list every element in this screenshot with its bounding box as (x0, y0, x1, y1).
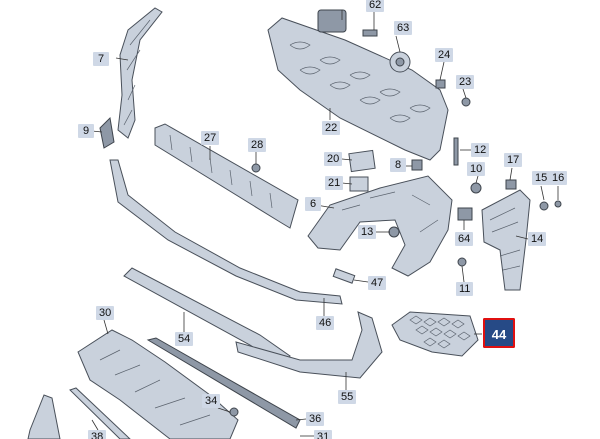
part-20-21-plates (348, 149, 423, 192)
part-6-bumper-cover (307, 175, 453, 277)
part-12-bolt (453, 137, 459, 166)
part-38-panel (27, 394, 61, 439)
part-47-strip (332, 268, 356, 284)
callout-17[interactable]: 17 (504, 153, 523, 167)
callout-22[interactable]: 22 (322, 121, 341, 135)
callout-21[interactable]: 21 (325, 176, 344, 190)
part-63-camera (389, 51, 411, 73)
callout-16[interactable]: 16 (549, 171, 568, 185)
callout-11[interactable]: 11 (456, 282, 474, 296)
part-14-bracket (481, 189, 531, 291)
callout-14[interactable]: 14 (528, 232, 547, 246)
small-fasteners-right (388, 179, 562, 267)
callout-64[interactable]: 64 (455, 232, 474, 246)
callout-44-highlighted[interactable]: 44 (482, 317, 516, 349)
part-28-bolt (251, 163, 261, 173)
callout-34[interactable]: 34 (202, 394, 221, 408)
part-30-underbody (77, 329, 239, 439)
callout-63[interactable]: 63 (394, 21, 413, 35)
callout-24[interactable]: 24 (435, 48, 454, 62)
part-27-strip (154, 123, 299, 229)
part-9-clip (99, 116, 115, 149)
part-22-grille (267, 17, 449, 161)
part-7-bracket (117, 7, 163, 139)
callout-20[interactable]: 20 (324, 152, 343, 166)
callout-8[interactable]: 8 (390, 158, 406, 172)
part-54-strip (123, 267, 291, 367)
callout-7[interactable]: 7 (93, 52, 109, 66)
callout-15[interactable]: 15 (532, 171, 551, 185)
callout-27[interactable]: 27 (201, 131, 220, 145)
leader-lines (91, 10, 559, 437)
callout-36[interactable]: 36 (306, 412, 325, 426)
part-44-grille-insert (391, 311, 479, 357)
callout-38[interactable]: 38 (88, 430, 107, 439)
part-31-strip (69, 387, 131, 439)
callout-47[interactable]: 47 (368, 276, 387, 290)
callout-10[interactable]: 10 (467, 162, 486, 176)
callout-23[interactable]: 23 (456, 75, 475, 89)
part-34-clip (229, 407, 239, 417)
part-62-sensor (317, 9, 347, 33)
callout-12[interactable]: 12 (471, 143, 490, 157)
callout-13[interactable]: 13 (358, 225, 377, 239)
callout-46[interactable]: 46 (316, 316, 335, 330)
part-46-spoiler (109, 159, 343, 305)
callout-6[interactable]: 6 (305, 197, 321, 211)
callout-28[interactable]: 28 (248, 138, 267, 152)
callout-30[interactable]: 30 (96, 306, 115, 320)
callout-9[interactable]: 9 (78, 124, 94, 138)
part-55-trim (235, 311, 383, 379)
callout-31[interactable]: 31 (314, 430, 333, 439)
callout-55[interactable]: 55 (338, 390, 357, 404)
callout-54[interactable]: 54 (175, 332, 194, 346)
callout-62[interactable]: 62 (366, 0, 385, 12)
